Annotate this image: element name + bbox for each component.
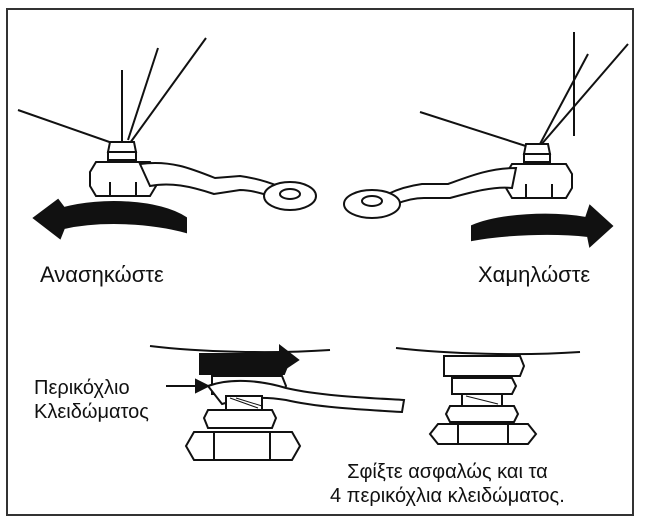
raise-label: Ανασηκώστε [40,262,164,287]
lock-nut-label: Περικόχλιο Κλειδώματος [34,376,149,424]
tighten-note-line1: Σφίξτε ασφαλώς και τα [347,461,548,483]
lock-nut-label-line2: Κλειδώματος [34,401,149,423]
tighten-note: Σφίξτε ασφαλώς και τα 4 περικόχλια κλειδ… [330,460,565,508]
lower-label: Χαμηλώστε [478,262,591,287]
raise-illustration [17,37,317,240]
lock-nut-illustration [149,343,406,461]
lower-illustration [343,32,629,248]
tightened-leg-illustration [395,347,581,445]
tighten-note-line2: 4 περικόχλια κλειδώματος. [330,485,565,507]
lock-nut-label-line1: Περικόχλιο [34,377,130,399]
